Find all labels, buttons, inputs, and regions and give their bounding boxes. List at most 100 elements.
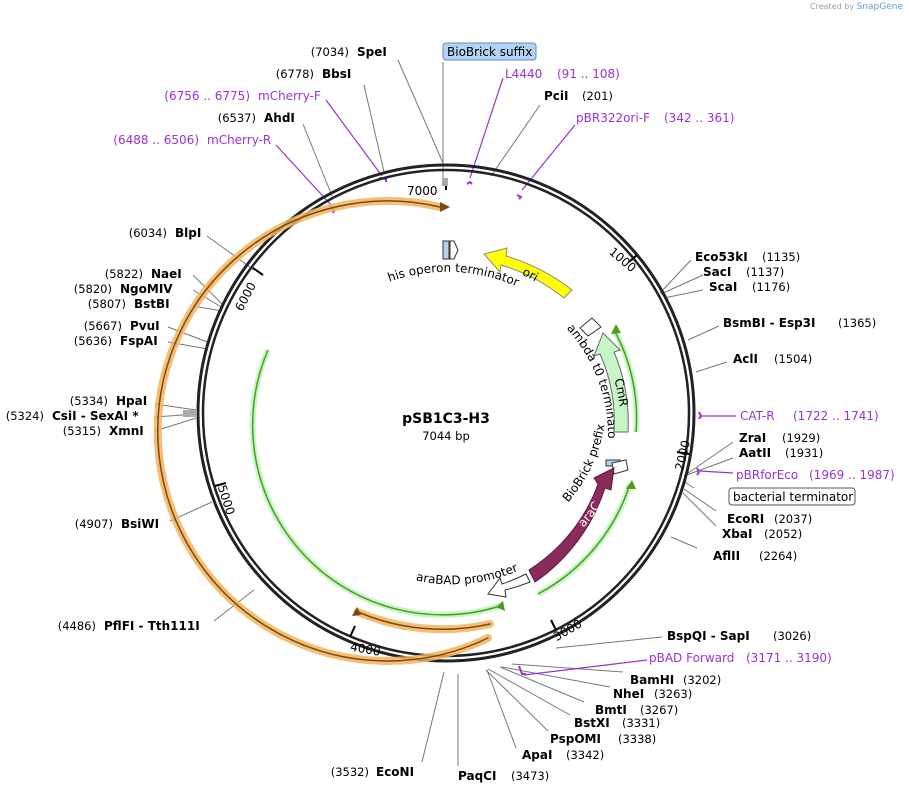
enzyme-name[interactable]: PspOMI bbox=[550, 732, 601, 746]
enzyme-pos: (1931) bbox=[785, 446, 823, 460]
enzyme-pos: (1504) bbox=[774, 352, 812, 366]
enzyme-pos: (5636) bbox=[74, 334, 112, 348]
enzyme-name[interactable]: PaqCI bbox=[458, 769, 496, 783]
enzyme-pos: (1365) bbox=[838, 316, 876, 330]
tick-6000: 6000 bbox=[232, 280, 259, 314]
enzyme-pos: (6537) bbox=[218, 111, 256, 125]
biobrick-suffix-callout[interactable] bbox=[442, 42, 537, 61]
enzyme-name[interactable]: EcoRI bbox=[727, 512, 764, 526]
enzyme-pos: (3202) bbox=[683, 673, 721, 687]
enzyme-name[interactable]: AatII bbox=[739, 446, 771, 460]
enzyme-name-extra[interactable]: - Esp3I bbox=[765, 316, 815, 330]
tick-7000: 7000 bbox=[407, 184, 438, 198]
primer-range: (1722 .. 1741) bbox=[793, 409, 879, 423]
lambda-t0-terminator-feature[interactable] bbox=[579, 317, 602, 337]
enzyme-name[interactable]: NgoMIV bbox=[120, 282, 173, 296]
enzyme-name[interactable]: BsiWI bbox=[121, 517, 159, 531]
enzyme-name[interactable]: XbaI bbox=[722, 527, 752, 541]
enzyme-pos: (7034) bbox=[311, 45, 349, 59]
enzyme-name[interactable]: BmtI bbox=[595, 703, 627, 717]
tick-3000: 3000 bbox=[551, 617, 584, 644]
araBAD-promoter-feature[interactable] bbox=[487, 573, 531, 598]
enzyme-pos: (1135) bbox=[762, 250, 800, 264]
primer-range: (3171 .. 3190) bbox=[746, 651, 832, 665]
primer-name[interactable]: mCherry-F bbox=[258, 89, 321, 103]
enzyme-name[interactable]: ScaI bbox=[709, 280, 737, 294]
biobrick-suffix-text: BioBrick suffix bbox=[447, 45, 532, 59]
his-operon-terminator-feature[interactable] bbox=[449, 240, 459, 260]
enzyme-name[interactable]: SacI bbox=[703, 265, 731, 279]
enzyme-pos: (1137) bbox=[746, 265, 784, 279]
primer-range: (6756 .. 6775) bbox=[164, 89, 250, 103]
primer-name[interactable]: pBRforEco bbox=[736, 468, 798, 482]
primer-name[interactable]: L4440 bbox=[505, 67, 542, 81]
snapgene-credit: Created by SnapGene bbox=[810, 2, 903, 12]
araC-feature[interactable] bbox=[528, 467, 615, 583]
enzyme-pos: (5315) bbox=[63, 424, 101, 438]
tick-4000: 4000 bbox=[349, 640, 382, 659]
enzyme-name-extra[interactable]: - SexAI * bbox=[77, 409, 140, 423]
enzyme-name[interactable]: NheI bbox=[613, 687, 644, 701]
enzyme-pos: (6778) bbox=[276, 67, 314, 81]
svg-text:CmR: CmR bbox=[611, 377, 630, 408]
ori-label: ori bbox=[520, 265, 540, 285]
primer-range: (1969 .. 1987) bbox=[809, 468, 895, 482]
enzyme-name[interactable]: BlpI bbox=[175, 226, 201, 240]
enzyme-name[interactable]: BspQI bbox=[667, 629, 707, 643]
enzyme-name[interactable]: PciI bbox=[544, 89, 569, 103]
primer-labels: (6756 .. 6775) mCherry-F (6488 .. 6506) … bbox=[113, 67, 894, 665]
enzyme-name[interactable]: AflII bbox=[713, 549, 740, 563]
enzyme-name-extra[interactable]: - Tth111I bbox=[134, 619, 199, 633]
bacterial-terminator-callout[interactable] bbox=[728, 487, 856, 506]
ori-feature[interactable] bbox=[483, 247, 573, 299]
bacterial-terminator-text: bacterial terminator bbox=[733, 490, 853, 504]
enzyme-name-extra[interactable]: - SapI bbox=[707, 629, 750, 643]
enzyme-name[interactable]: NaeI bbox=[151, 267, 182, 281]
enzyme-name[interactable]: Eco53kI bbox=[695, 250, 748, 264]
enzyme-name[interactable]: ApaI bbox=[522, 748, 552, 762]
enzyme-pos: (5820) bbox=[74, 282, 112, 296]
his-terminator-block bbox=[442, 240, 450, 260]
CmR-feature[interactable] bbox=[593, 332, 629, 433]
enzyme-name[interactable]: EcoNI bbox=[376, 765, 414, 779]
snapgene-logo: SnapGene bbox=[856, 2, 903, 12]
enzyme-pos: (5822) bbox=[105, 267, 143, 281]
primer-name[interactable]: CAT-R bbox=[740, 409, 775, 423]
primer-name[interactable]: mCherry-R bbox=[207, 133, 271, 147]
enzyme-name[interactable]: XmnI bbox=[109, 424, 144, 438]
enzyme-name[interactable]: PflFI bbox=[104, 619, 134, 633]
backbone-outer bbox=[196, 163, 696, 663]
primer-name[interactable]: pBAD Forward bbox=[649, 651, 734, 665]
enzyme-pos: (4486) bbox=[58, 619, 96, 633]
enzyme-name-combo[interactable]: BsmBI - Esp3I bbox=[723, 316, 816, 330]
enzyme-name[interactable]: ZraI bbox=[739, 431, 766, 445]
enzyme-name[interactable]: PvuI bbox=[130, 319, 160, 333]
enzyme-name-combo[interactable]: BspQI - SapI bbox=[667, 629, 750, 643]
enzyme-name[interactable]: BstBI bbox=[134, 297, 170, 311]
site-cluster-block bbox=[183, 410, 197, 417]
enzyme-name[interactable]: AhdI bbox=[264, 111, 295, 125]
enzyme-name-combo[interactable]: PflFI - Tth111I bbox=[104, 619, 200, 633]
enzyme-name[interactable]: BstXI bbox=[574, 716, 610, 730]
primer-range: (342 .. 361) bbox=[664, 111, 734, 125]
enzyme-name[interactable]: BamHI bbox=[630, 673, 674, 687]
primer-name[interactable]: pBR322ori-F bbox=[576, 111, 650, 125]
enzyme-name[interactable]: CsiI bbox=[52, 409, 77, 423]
enzyme-name[interactable]: SpeI bbox=[357, 45, 387, 59]
enzyme-pos: (5807) bbox=[88, 297, 126, 311]
suffix-block bbox=[442, 178, 448, 186]
enzyme-name[interactable]: HpaI bbox=[116, 394, 147, 408]
enzyme-name[interactable]: FspAI bbox=[120, 334, 158, 348]
orange-arcs bbox=[153, 197, 494, 665]
svg-text:ori: ori bbox=[520, 265, 540, 285]
primer-range: (91 .. 108) bbox=[557, 67, 620, 81]
enzyme-name[interactable]: AclI bbox=[733, 352, 758, 366]
biobrick-prefix-feature[interactable] bbox=[611, 459, 629, 475]
enzyme-name[interactable]: BsmBI bbox=[723, 316, 765, 330]
primer-markers bbox=[329, 177, 703, 675]
enzyme-pos: (2264) bbox=[759, 549, 797, 563]
plasmid-size: 7044 bp bbox=[422, 429, 470, 443]
enzyme-name[interactable]: BbsI bbox=[322, 67, 351, 81]
enzyme-pos: (201) bbox=[582, 89, 613, 103]
enzyme-name-combo[interactable]: CsiI - SexAI * bbox=[52, 409, 139, 423]
